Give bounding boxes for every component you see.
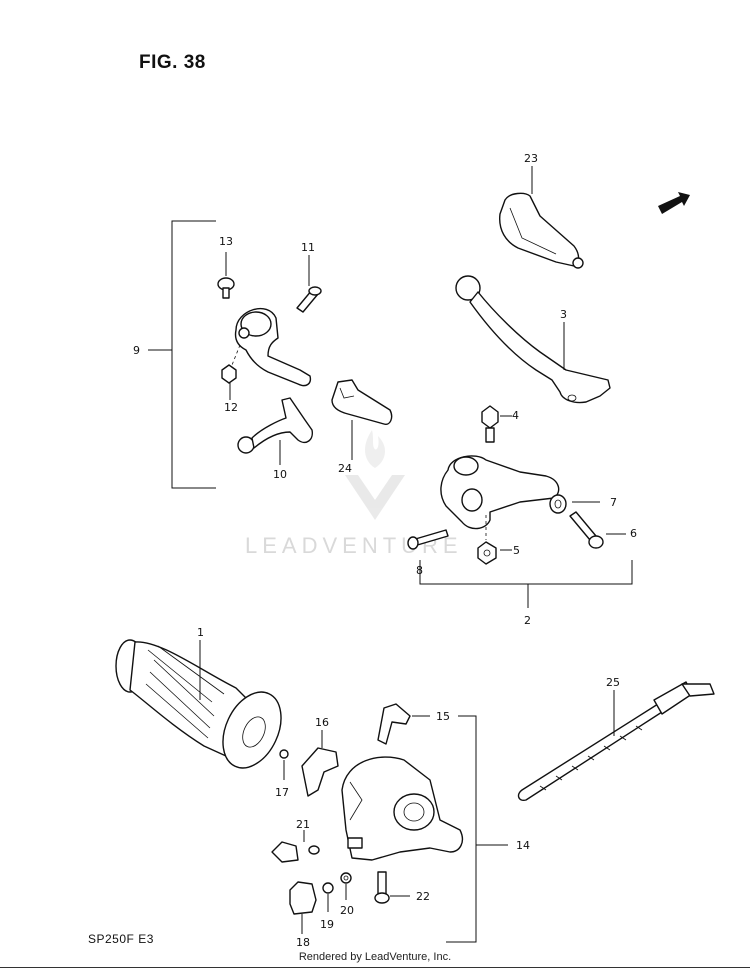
part-19-ball[interactable]	[322, 882, 334, 912]
callout-3: 3	[560, 308, 567, 321]
model-code: SP250F E3	[88, 932, 154, 946]
callout-9: 9	[133, 344, 140, 357]
callout-15: 15	[436, 710, 450, 723]
callout-17: 17	[275, 786, 289, 799]
part-6-bolt[interactable]	[569, 511, 626, 549]
part-10-lever[interactable]	[237, 397, 313, 465]
callout-12: 12	[224, 401, 238, 414]
callout-20: 20	[340, 904, 354, 917]
callout-8: 8	[416, 564, 423, 577]
callout-19: 19	[320, 918, 334, 931]
part-5-nut[interactable]	[477, 541, 512, 565]
part-23-lever-cover[interactable]	[499, 166, 584, 269]
part-22-screw[interactable]	[374, 871, 410, 904]
part-13-screw[interactable]	[217, 252, 235, 299]
callout-16: 16	[315, 716, 329, 729]
part-21-switch-contact[interactable]	[271, 830, 320, 863]
callout-22: 22	[416, 890, 430, 903]
watermark-logo	[345, 430, 405, 520]
figure-title: FIG. 38	[139, 52, 206, 73]
callout-7: 7	[610, 496, 617, 509]
callout-6: 6	[630, 527, 637, 540]
part-11-bolt[interactable]	[296, 255, 322, 313]
callout-13: 13	[219, 235, 233, 248]
part-17-screw[interactable]	[279, 749, 289, 780]
part-25-cable-tie[interactable]	[517, 681, 715, 802]
part-4-bolt[interactable]	[481, 405, 512, 443]
callout-4: 4	[512, 409, 519, 422]
callout-18: 18	[296, 936, 310, 949]
callout-24: 24	[338, 462, 352, 475]
footer-credit: Rendered by LeadVenture, Inc.	[298, 951, 452, 963]
lever-group-bracket-9	[148, 220, 216, 489]
part-7-washer[interactable]	[549, 494, 600, 514]
part-24-bracket[interactable]	[331, 379, 393, 460]
part-12-nut[interactable]	[221, 364, 237, 400]
fwd-arrow-icon	[658, 192, 690, 214]
callout-2: 2	[524, 614, 531, 627]
switch-group-bracket-14	[446, 715, 508, 943]
part-1-grip[interactable]	[115, 639, 292, 777]
callout-1: 1	[197, 626, 204, 639]
part-2-lever-holder[interactable]	[440, 455, 560, 540]
callout-25: 25	[606, 676, 620, 689]
holder-group-bracket-2	[419, 560, 633, 608]
part-20-spring[interactable]	[340, 872, 352, 900]
callout-14: 14	[516, 839, 530, 852]
callout-23: 23	[524, 152, 538, 165]
part-16-switch-lever[interactable]	[301, 730, 339, 797]
part-18-switch-block[interactable]	[289, 881, 317, 934]
callout-5: 5	[513, 544, 520, 557]
callout-10: 10	[273, 468, 287, 481]
part-3-brake-lever[interactable]	[455, 275, 611, 404]
callout-11: 11	[301, 241, 315, 254]
part-8-bolt[interactable]	[407, 529, 449, 550]
part-9-lever-perch[interactable]	[231, 307, 312, 387]
part-14-switch-housing[interactable]	[341, 756, 464, 861]
part-15-switch-knob[interactable]	[377, 703, 430, 745]
callout-21: 21	[296, 818, 310, 831]
footer-rule	[0, 967, 750, 968]
